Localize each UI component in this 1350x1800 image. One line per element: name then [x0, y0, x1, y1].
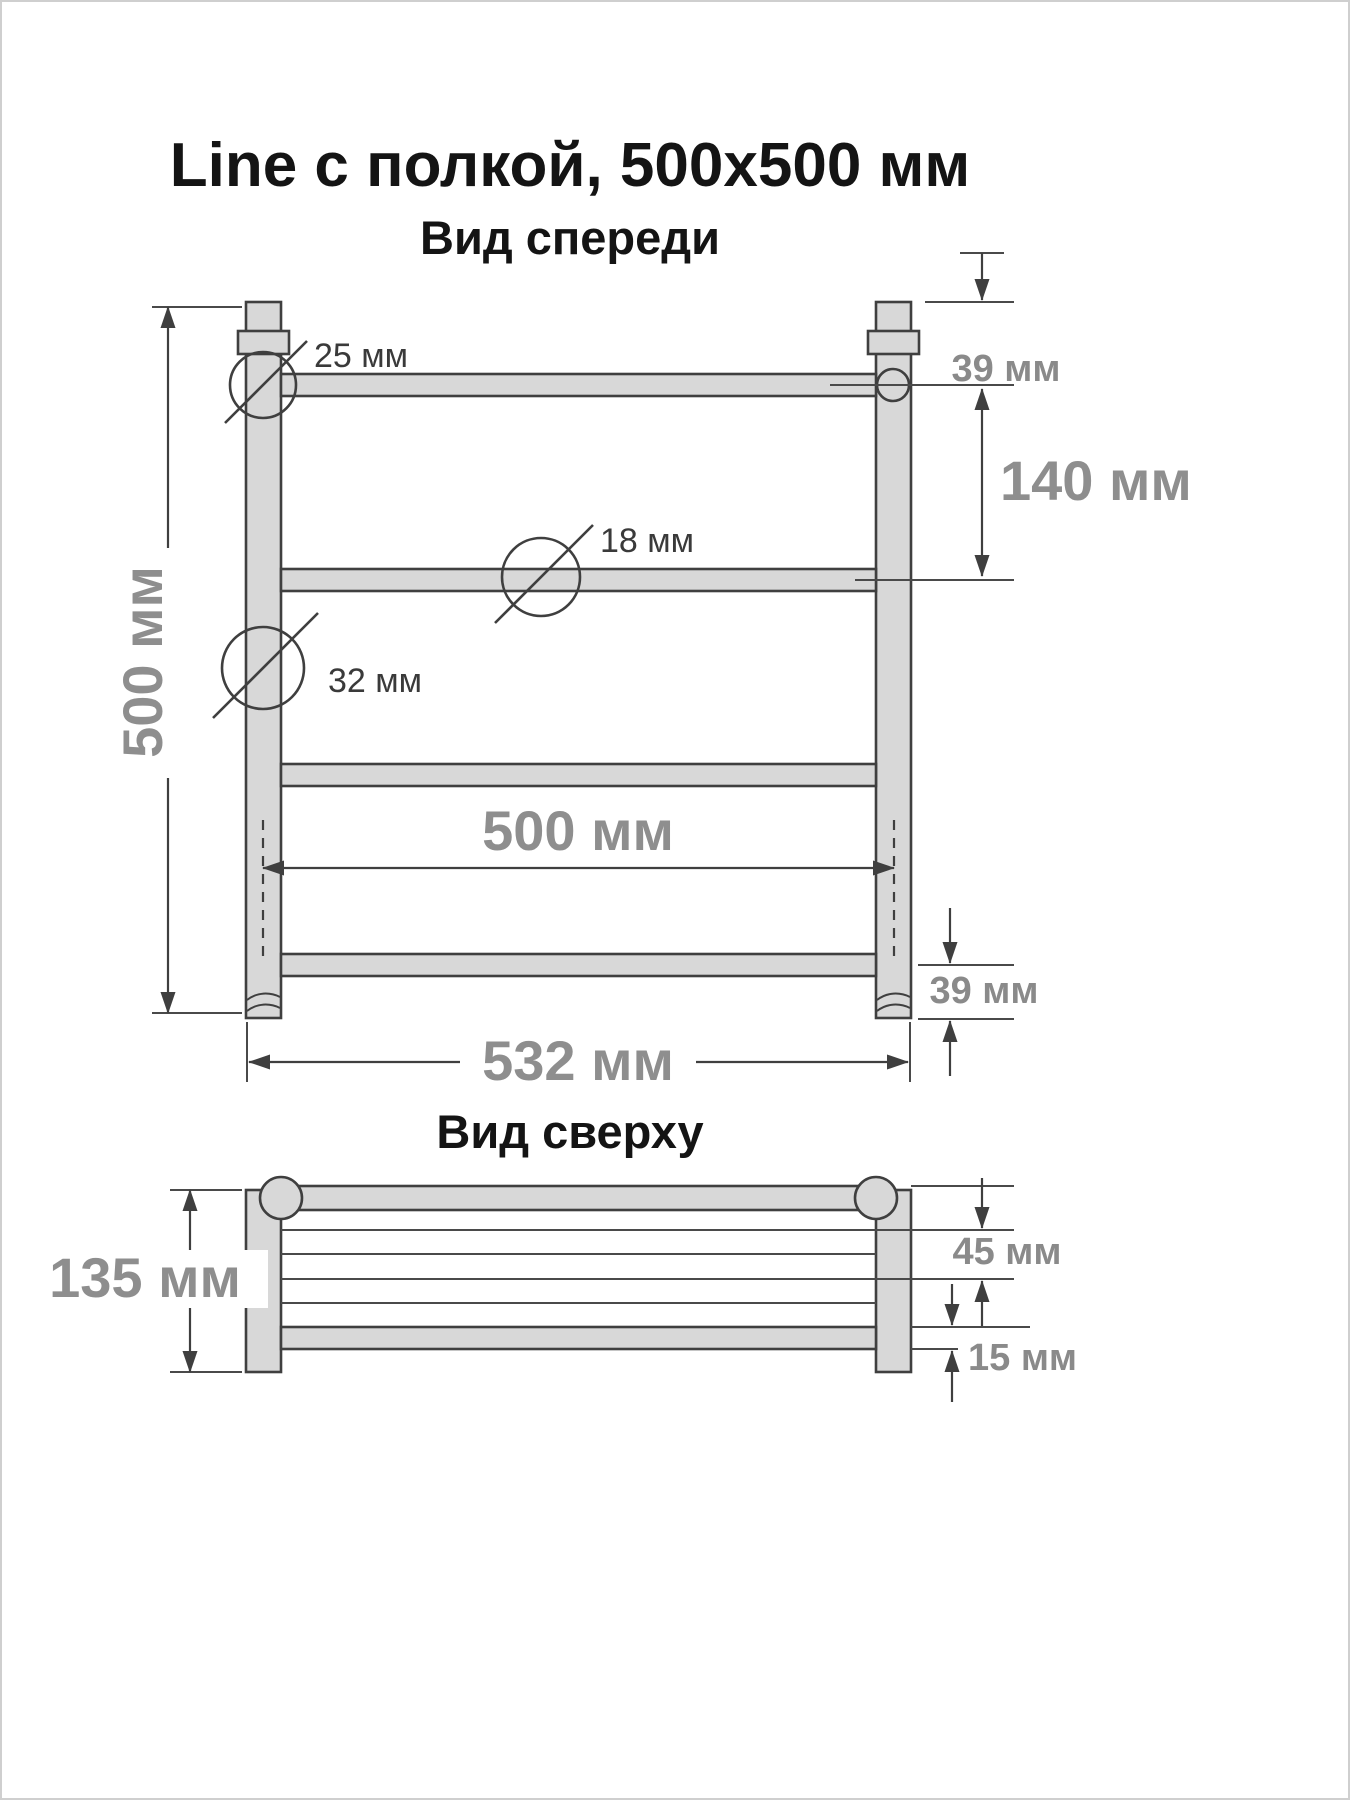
top-right-post-cap: [853, 1175, 899, 1221]
front-rung: [279, 952, 878, 978]
front-view-label: Вид спереди: [420, 211, 720, 264]
front-view-structure: [236, 300, 921, 1020]
dim-post-tube: 32 мм: [328, 662, 422, 700]
dim-shelf-offset: 45 мм: [952, 1231, 1061, 1273]
dim-outer-width: 532 мм: [482, 1029, 674, 1092]
front-rung: [279, 762, 878, 788]
top-right-post: [874, 1188, 913, 1374]
diameter-callout-slash: [224, 340, 308, 424]
diameter-callout-slash: [494, 524, 594, 624]
dim-rung-tube: 18 мм: [600, 522, 694, 560]
dim-rail-offset: 15 мм: [968, 1337, 1077, 1379]
page-title: Line с полкой, 500x500 мм: [170, 131, 971, 200]
front-right-collar: [866, 329, 921, 356]
break-mark: [876, 992, 911, 1001]
dim-rung-spacing: 140 мм: [1000, 449, 1192, 512]
diameter-callout-circle: [500, 536, 582, 618]
dim-top-tube: 25 мм: [314, 337, 408, 375]
text-mask: [130, 548, 188, 778]
top-view-structure: [244, 1175, 1014, 1374]
dim-depth: 135 мм: [49, 1246, 241, 1309]
diameter-callout-circle: [220, 625, 306, 711]
dim-top-offset: 39 мм: [951, 348, 1060, 390]
front-view-callouts: 25 мм 18 мм 32 мм: [212, 337, 694, 719]
break-mark: [246, 992, 281, 1001]
top-front-bar: [279, 1184, 878, 1212]
top-left-post-cap: [258, 1175, 304, 1221]
break-mark: [246, 1003, 281, 1012]
front-view-dimensions: 500 мм 39 мм 140 мм 500 мм 39 мм 532 мм: [111, 252, 1192, 1092]
top-view-label: Вид сверху: [436, 1105, 703, 1158]
front-rung: [279, 372, 878, 398]
front-left-collar: [236, 329, 291, 356]
diameter-callout-circle: [228, 350, 298, 420]
dim-height: 500 мм: [111, 566, 174, 758]
break-mark: [876, 1003, 911, 1012]
top-rear-bar: [279, 1325, 878, 1351]
diameter-callout-slash: [212, 612, 319, 719]
text-mask: [22, 1250, 268, 1308]
dim-bottom-offset: 39 мм: [929, 970, 1038, 1012]
top-view-dimensions: 135 мм 45 мм 15 мм: [22, 1178, 1077, 1402]
dim-inner-width: 500 мм: [482, 799, 674, 862]
